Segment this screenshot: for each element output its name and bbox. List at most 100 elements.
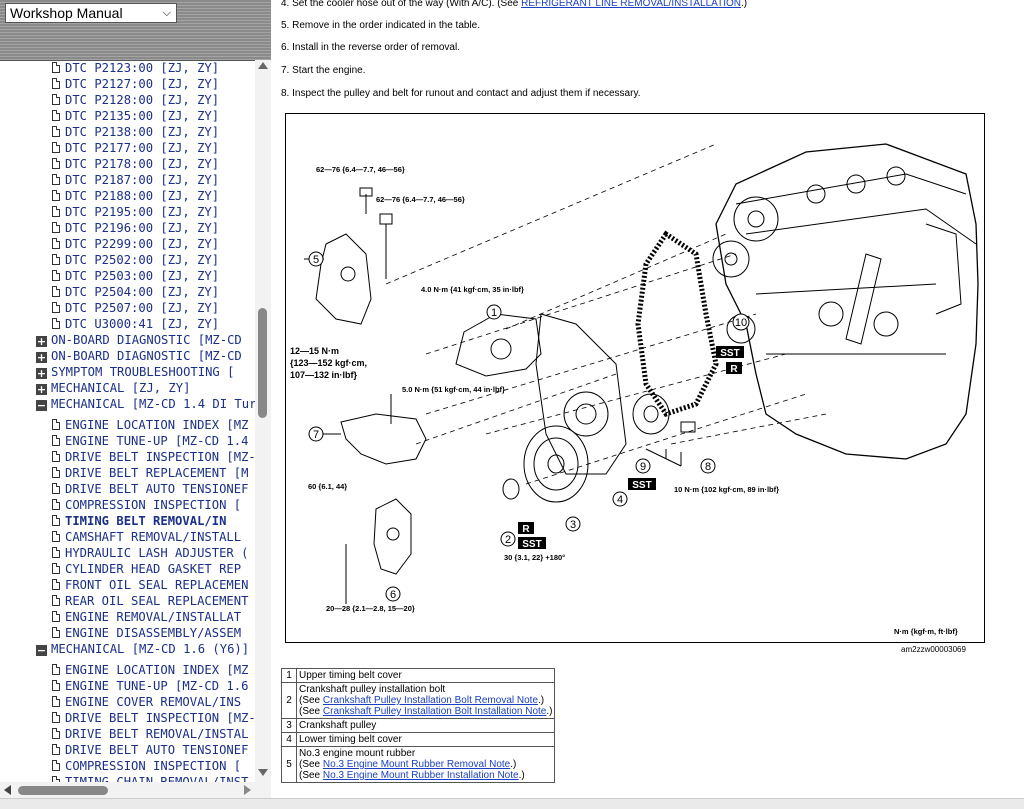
toc-item-label: DTC P2177:00 [ZJ, ZY]	[65, 141, 220, 155]
toc-item[interactable]: CYLINDER HEAD GASKET REP	[52, 561, 241, 577]
collapse-icon[interactable]: −	[36, 644, 47, 657]
toc-item[interactable]: DTC P2299:00 [ZJ, ZY]	[52, 236, 219, 252]
toc-item[interactable]: ENGINE LOCATION INDEX [MZ	[52, 662, 248, 678]
torque-label: 62—76 {6.4—7.7, 46—56}	[316, 165, 405, 174]
part-note-link[interactable]: Crankshaft Pulley Installation Bolt Remo…	[322, 695, 539, 706]
toc-item[interactable]: ENGINE TUNE-UP [MZ-CD 1.4	[52, 433, 248, 449]
toc-item[interactable]: COMPRESSION INSPECTION [	[52, 758, 241, 774]
toc-item[interactable]: DTC P2195:00 [ZJ, ZY]	[52, 204, 219, 220]
document-content: 4. Set the cooler hose out of the way (W…	[271, 0, 1024, 798]
toc-item[interactable]: HYDRAULIC LASH ADJUSTER (	[52, 545, 248, 561]
toc-item-label: DTC P2178:00 [ZJ, ZY]	[65, 157, 220, 171]
toc-vertical-scrollbar[interactable]	[255, 60, 271, 782]
document-icon	[52, 94, 60, 105]
toc-item[interactable]: DTC P2196:00 [ZJ, ZY]	[52, 220, 219, 236]
toc-item[interactable]: DTC P2127:00 [ZJ, ZY]	[52, 76, 219, 92]
step-number: 8.	[281, 88, 290, 99]
collapse-icon[interactable]: −	[36, 399, 47, 412]
toc-item[interactable]: DTC P2128:00 [ZJ, ZY]	[52, 92, 219, 108]
procedure-step: 7. Start the engine.	[281, 65, 366, 76]
scroll-up-icon[interactable]	[258, 62, 268, 69]
toc-item[interactable]: +ON-BOARD DIAGNOSTIC [MZ-CD	[36, 332, 242, 348]
toc-item-label: DTC P2138:00 [ZJ, ZY]	[65, 125, 220, 139]
toc-item[interactable]: DTC P2135:00 [ZJ, ZY]	[52, 108, 219, 124]
toc-item[interactable]: ENGINE DISASSEMBLY/ASSEM	[52, 625, 241, 641]
toc-item[interactable]: ENGINE COVER REMOVAL/INS	[52, 694, 241, 710]
toc-item-label: DTC U3000:41 [ZJ, ZY]	[65, 317, 220, 331]
toc-item[interactable]: CAMSHAFT REMOVAL/INSTALL	[52, 529, 241, 545]
document-icon	[52, 696, 60, 707]
step-link[interactable]: REFRIGERANT LINE REMOVAL/INSTALLATION	[521, 0, 741, 9]
toc-item[interactable]: DTC P2187:00 [ZJ, ZY]	[52, 172, 219, 188]
scroll-left-icon[interactable]	[4, 785, 11, 795]
toc-item[interactable]: −MECHANICAL [MZ-CD 1.4 DI Tur	[36, 396, 255, 412]
toc-item[interactable]: DRIVE BELT AUTO TENSIONEF	[52, 742, 248, 758]
svg-text:8: 8	[705, 461, 711, 473]
scroll-thumb[interactable]	[258, 308, 267, 418]
expand-icon[interactable]: +	[36, 367, 47, 380]
toc-item[interactable]: DTC P2503:00 [ZJ, ZY]	[52, 268, 219, 284]
toc-item[interactable]: DTC P2138:00 [ZJ, ZY]	[52, 124, 219, 140]
part-number: 4	[281, 732, 297, 747]
callout-1: 1	[486, 304, 502, 320]
expand-icon[interactable]: +	[36, 351, 47, 364]
toc-item[interactable]: ENGINE REMOVAL/INSTALLAT	[52, 609, 241, 625]
torque-label: 12—15 N·m	[290, 346, 339, 356]
toc-item[interactable]: ENGINE TUNE-UP [MZ-CD 1.6	[52, 678, 248, 694]
toc-item[interactable]: DTC P2123:00 [ZJ, ZY]	[52, 60, 219, 76]
toc-item[interactable]: DTC P2504:00 [ZJ, ZY]	[52, 284, 219, 300]
expand-icon[interactable]: +	[36, 383, 47, 396]
document-icon	[52, 712, 60, 723]
toc-item[interactable]: DRIVE BELT INSPECTION [MZ-	[52, 710, 255, 726]
toc-item[interactable]: REAR OIL SEAL REPLACEMENT	[52, 593, 248, 609]
svg-text:5: 5	[313, 254, 319, 266]
toc-item[interactable]: DTC U3000:41 [ZJ, ZY]	[52, 316, 219, 332]
toc-item[interactable]: DRIVE BELT INSPECTION [MZ-	[52, 449, 255, 465]
part-name: Crankshaft pulley	[299, 720, 377, 731]
toc-item[interactable]: DTC P2178:00 [ZJ, ZY]	[52, 156, 219, 172]
part-note-link[interactable]: Crankshaft Pulley Installation Bolt Inst…	[322, 706, 547, 717]
sst-badge-3: SST	[522, 539, 541, 550]
toc-item[interactable]: DRIVE BELT AUTO TENSIONEF	[52, 481, 248, 497]
toc-item[interactable]: DTC P2507:00 [ZJ, ZY]	[52, 300, 219, 316]
toc-item[interactable]: DTC P2177:00 [ZJ, ZY]	[52, 140, 219, 156]
document-icon	[52, 744, 60, 755]
document-icon	[52, 579, 60, 590]
toc-item-label: SYMPTOM TROUBLESHOOTING [	[51, 365, 235, 379]
toc-item[interactable]: TIMING BELT REMOVAL/IN	[52, 513, 226, 529]
manual-selector[interactable]: Workshop Manual ⌵	[5, 3, 177, 23]
toc-item-label: COMPRESSION INSPECTION [	[65, 759, 242, 773]
part-note-link[interactable]: No.3 Engine Mount Rubber Installation No…	[322, 770, 519, 781]
toc-item[interactable]: TIMING CHAIN REMOVAL/INST	[52, 774, 248, 782]
toc-horizontal-scrollbar[interactable]	[0, 782, 271, 798]
toc-item[interactable]: ENGINE LOCATION INDEX [MZ	[52, 417, 248, 433]
ref-suffix: .)	[546, 706, 553, 717]
toc-item[interactable]: DTC P2188:00 [ZJ, ZY]	[52, 188, 219, 204]
scroll-right-icon[interactable]	[244, 785, 251, 795]
svg-text:3: 3	[570, 519, 576, 531]
document-icon	[52, 680, 60, 691]
toc-item[interactable]: COMPRESSION INSPECTION [	[52, 497, 241, 513]
toc-item[interactable]: FRONT OIL SEAL REPLACEMEN	[52, 577, 248, 593]
step-text: Install in the reverse order of removal.	[292, 42, 460, 53]
procedure-step: 6. Install in the reverse order of remov…	[281, 42, 460, 53]
step-text: Start the engine.	[292, 65, 366, 76]
scroll-thumb-horizontal[interactable]	[18, 786, 108, 795]
part-note-link[interactable]: No.3 Engine Mount Rubber Removal Note	[322, 759, 511, 770]
scroll-down-icon[interactable]	[258, 769, 268, 776]
document-icon	[52, 435, 60, 446]
part-line: (See No.3 Engine Mount Rubber Removal No…	[299, 759, 552, 770]
expand-icon[interactable]: +	[36, 335, 47, 348]
toc-item[interactable]: DRIVE BELT REPLACEMENT [M	[52, 465, 248, 481]
toc-item[interactable]: +ON-BOARD DIAGNOSTIC [MZ-CD	[36, 348, 242, 364]
toc-item[interactable]: +MECHANICAL [ZJ, ZY]	[36, 380, 190, 396]
toc-item-label: DTC P2504:00 [ZJ, ZY]	[65, 285, 220, 299]
document-icon	[52, 664, 60, 675]
part-line: No.3 engine mount rubber	[299, 748, 552, 759]
toc-item[interactable]: + SYMPTOM TROUBLESHOOTING [	[36, 364, 234, 380]
toc-item[interactable]: DTC P2502:00 [ZJ, ZY]	[52, 252, 219, 268]
toc-item[interactable]: DRIVE BELT REMOVAL/INSTAL	[52, 726, 248, 742]
toc-item[interactable]: −MECHANICAL [MZ-CD 1.6 (Y6)]	[36, 641, 249, 657]
